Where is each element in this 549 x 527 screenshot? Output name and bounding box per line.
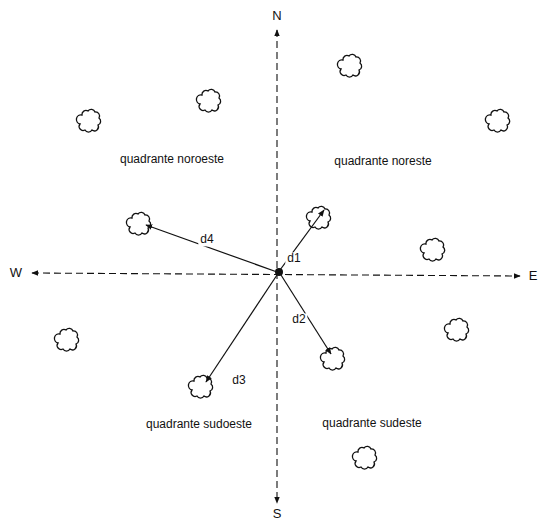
- compass-label: W: [8, 266, 24, 280]
- compass-label: E: [527, 269, 540, 283]
- plant-symbols: [54, 54, 509, 469]
- sample-point: [275, 268, 283, 276]
- distance-label: d3: [230, 374, 247, 387]
- distance-label: d4: [198, 233, 215, 246]
- compass-label: S: [271, 507, 284, 521]
- quadrant-label: quadrante noroeste: [118, 153, 226, 166]
- compass-label: N: [270, 9, 283, 23]
- quadrant-label: quadrante sudoeste: [144, 418, 254, 431]
- north-south-axis: [276, 30, 277, 503]
- distance-lines: [146, 210, 331, 382]
- quadrant-label: quadrante noreste: [332, 155, 433, 168]
- quadrant-label: quadrante sudeste: [320, 417, 423, 430]
- distance-label: d1: [285, 252, 302, 265]
- distance-label: d2: [290, 313, 307, 326]
